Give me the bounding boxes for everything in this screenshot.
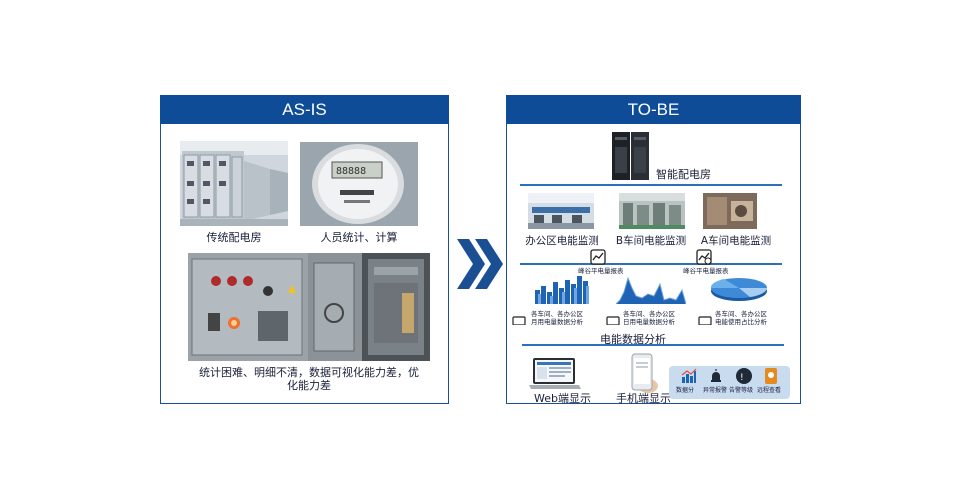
- laptop-icon: [529, 356, 581, 390]
- divider-3: [522, 344, 784, 346]
- mobile-display-label: 手机端显示: [616, 392, 671, 405]
- daily-analysis-line-2: 日用电量数据分析: [623, 318, 675, 326]
- workshop-a-image: [703, 193, 757, 229]
- caption-switch-room: 传统配电房: [206, 231, 262, 244]
- workshop-a-monitoring-label: A车间电能监测: [700, 235, 772, 247]
- monitor-icon: [606, 313, 620, 325]
- svg-text:!: !: [740, 373, 744, 383]
- alert-level-icon: !: [735, 367, 753, 385]
- share-analysis-line-1: 各车间、各办公区: [715, 310, 767, 318]
- report-chart-icon: [696, 249, 712, 265]
- workshop-b-monitoring-label: B车间电能监测: [615, 235, 687, 247]
- feature-label-data: 数据分: [676, 387, 695, 394]
- switchgear-room-image: [180, 141, 288, 226]
- peak-valley-report-label-1: 峰谷平电量报表: [578, 267, 624, 275]
- monthly-analysis-line-2: 月用电量数据分析: [531, 318, 583, 326]
- peak-valley-report-label-2: 峰谷平电量报表: [683, 267, 729, 275]
- monitor-icon: [698, 313, 712, 325]
- control-panel-image: [188, 253, 430, 361]
- remote-view-icon: [763, 367, 779, 385]
- report-chart-icon: [590, 249, 606, 265]
- divider-1: [520, 184, 782, 186]
- divider-2: [520, 263, 782, 265]
- to-be-panel: TO-BE: [506, 95, 801, 404]
- energy-data-analysis-label: 电能数据分析: [600, 333, 666, 346]
- share-analysis-line-2: 电能使用占比分析: [715, 318, 767, 326]
- share-pie-chart-thumbnail: [708, 276, 770, 302]
- workshop-b-image: [619, 193, 685, 229]
- double-chevron-right-icon: [455, 235, 503, 293]
- caption-problem: 统计困难、明细不清，数据可视化能力差，优化能力差: [199, 366, 419, 392]
- feature-label-level: 告警等级: [729, 387, 754, 394]
- monthly-bar-chart-thumbnail: [533, 272, 593, 304]
- monthly-analysis-line-1: 各车间、各办公区: [531, 310, 583, 318]
- office-monitoring-image: [528, 193, 594, 229]
- caption-meter: 人员统计、计算: [320, 231, 398, 244]
- smart-power-room-label: 智能配电房: [656, 168, 711, 181]
- alarm-bell-icon: [708, 368, 724, 384]
- monitor-icon: [512, 313, 526, 325]
- server-cabinet-icon: [611, 131, 651, 181]
- web-display-label: Web端显示: [534, 392, 591, 405]
- electric-meter-image: 88888: [300, 142, 418, 226]
- as-is-title: AS-IS: [160, 95, 449, 124]
- meter-digits: 88888: [336, 166, 366, 177]
- feature-label-remote: 远程查看: [757, 387, 782, 394]
- daily-area-chart-thumbnail: [616, 270, 686, 304]
- feature-label-alarm: 异常报警: [703, 387, 728, 394]
- office-monitoring-label: 办公区电能监测: [525, 235, 599, 247]
- smartphone-icon: [628, 352, 660, 394]
- to-be-title: TO-BE: [506, 95, 801, 124]
- bar-chart-icon: [681, 368, 697, 384]
- daily-analysis-line-1: 各车间、各办公区: [623, 310, 675, 318]
